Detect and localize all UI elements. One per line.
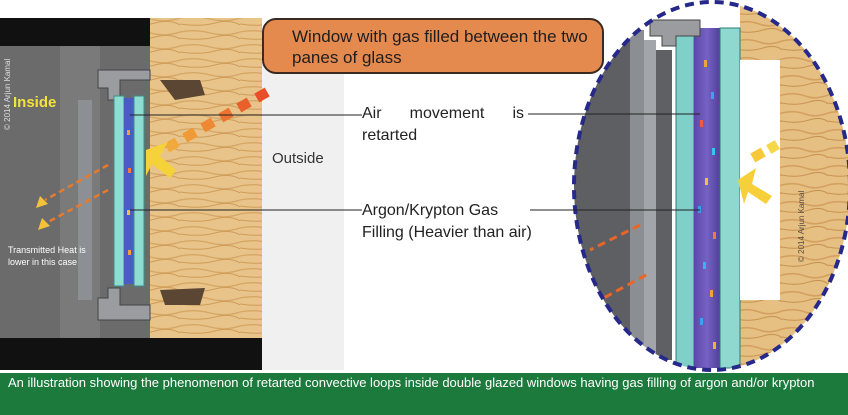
wood-frame — [150, 18, 262, 338]
caption-bar — [0, 373, 848, 415]
copyright-right: © 2014 Arjun Kamal — [797, 190, 806, 262]
zoom-frame-strip — [656, 50, 672, 360]
title-box — [262, 18, 604, 74]
seal-bottom — [160, 288, 205, 305]
outside-label: Outside — [272, 150, 324, 167]
zoom-heat-line — [599, 273, 647, 302]
diagram-title: Window with gas filled between the two p… — [292, 27, 588, 67]
frame-profile-bottom — [97, 287, 151, 321]
caption-text: An illustration showing the phenomenon o… — [8, 375, 815, 390]
inside-label: Inside — [13, 94, 57, 111]
zoom-outer-glass — [719, 27, 741, 369]
transmitted-heat-label: Transmitted Heat is lower in this case — [8, 245, 86, 267]
gas-particle — [127, 130, 130, 135]
zoom-heat-line — [589, 223, 641, 252]
gas-particle — [127, 210, 130, 215]
zoom-frame-top — [649, 19, 701, 47]
argon-krypton-label: Argon/Krypton Gas Filling (Heavier than … — [362, 202, 532, 241]
gas-particle — [128, 250, 131, 255]
inner-glass-pane-left — [133, 95, 145, 287]
zoom-inside-arrow — [738, 140, 780, 204]
zoom-frame-strip — [630, 30, 644, 360]
frame-bar — [78, 100, 92, 300]
gas-cavity-left — [124, 98, 134, 284]
transmitted-heat-lines — [36, 163, 109, 230]
incoming-heat-arrow — [164, 87, 270, 153]
seal-top — [160, 80, 205, 100]
copyright-left: © 2014 Arjun Kamal — [3, 58, 12, 130]
bottom-black-band — [0, 338, 262, 370]
outer-glass-pane-left — [113, 95, 125, 287]
outside-wall — [262, 40, 344, 370]
gas-particle — [128, 168, 131, 173]
zoom-inner-glass — [675, 27, 695, 369]
left-cross-section — [0, 18, 344, 370]
zoom-gas-cavity — [694, 28, 720, 368]
inside-arrow-head — [146, 142, 176, 178]
zoom-frame-strip — [644, 40, 656, 360]
air-movement-label: Air movement is retarted — [362, 105, 524, 144]
